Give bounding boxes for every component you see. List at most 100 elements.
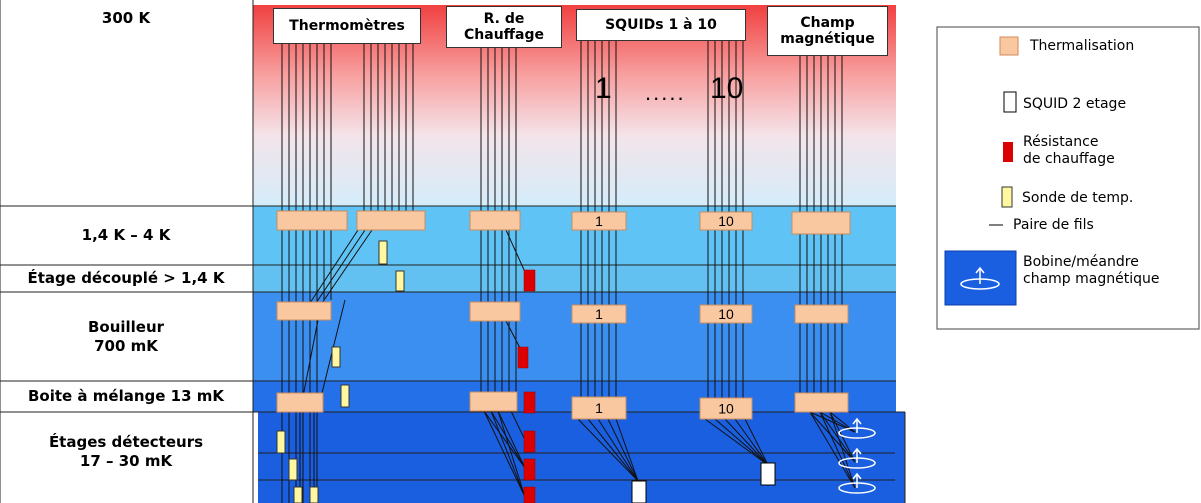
thermal-block	[571, 211, 627, 231]
thermal-block	[791, 211, 851, 235]
thermal-block	[699, 397, 753, 420]
stage-detectors-background	[258, 412, 905, 503]
temperature-probe	[378, 240, 388, 265]
squid-last-label: 10	[710, 72, 744, 105]
legend-heater-swatch	[1003, 142, 1013, 162]
wire	[819, 411, 856, 463]
temperature-probe	[288, 458, 298, 481]
stage-label-300k: 300 K	[101, 8, 151, 27]
squid-chip	[760, 462, 776, 486]
heater-resistor	[523, 269, 536, 292]
thermal-block	[276, 301, 332, 321]
squid-block-number: 10	[718, 401, 734, 417]
wire	[505, 320, 521, 349]
thermalisation-blocks: 1 1 1 10 10 10	[276, 210, 851, 420]
wire	[505, 229, 526, 273]
wire	[309, 229, 359, 304]
wire	[597, 418, 639, 482]
thermal-block	[356, 210, 426, 231]
wire	[744, 418, 769, 466]
temperature-probe	[276, 430, 286, 454]
heater-resistor	[523, 458, 536, 481]
legend-squid-text: SQUID 2 etage	[1023, 96, 1127, 112]
legend-resistance-text: Résistance de chauffage	[1023, 134, 1115, 167]
temperature-probe	[331, 346, 341, 368]
legend-probe-swatch	[1001, 186, 1013, 208]
thermal-block	[469, 301, 521, 322]
wire	[497, 410, 526, 469]
coil-arrow-head	[852, 417, 862, 425]
coil-icon	[838, 447, 876, 469]
wire	[497, 410, 526, 498]
temperature-probe	[309, 486, 319, 503]
squid-block-number: 1	[595, 400, 603, 416]
legend-squid-swatch	[1003, 91, 1017, 113]
stage-label-detectors: Étages détecteurs 17 – 30 mK	[48, 433, 204, 470]
coil-icon	[838, 472, 876, 494]
temperature-probe	[340, 384, 350, 408]
squid-block-number: 10	[718, 213, 734, 229]
thermal-block	[699, 211, 753, 231]
wire	[587, 418, 639, 482]
wire	[809, 411, 856, 463]
stage-separators	[0, 0, 906, 503]
squid-first-label: 1	[595, 72, 612, 105]
stage-decouple-background	[253, 265, 896, 292]
wire	[510, 410, 526, 441]
thermal-block	[276, 392, 324, 413]
legend-thermal-swatch	[999, 36, 1019, 56]
squid-chip	[631, 480, 647, 503]
squid-block-number: 10	[718, 306, 734, 322]
header-champ: Champ magnétique	[767, 6, 888, 56]
heater-resistor	[523, 430, 536, 453]
stage-label-1-4k-4k: 1,4 K – 4 K	[81, 226, 171, 244]
wire	[819, 411, 856, 489]
header-squids: SQUIDs 1 à 10	[576, 9, 746, 41]
thermal-block	[571, 396, 627, 420]
stage-label-decouple: Étage découplé > 1,4 K	[27, 269, 225, 287]
wire	[615, 418, 639, 482]
heater-resistor	[523, 486, 536, 503]
thermal-block	[571, 304, 627, 324]
wire	[704, 418, 769, 466]
components	[276, 240, 876, 503]
wire	[315, 229, 366, 304]
coil-arrow-head	[852, 447, 862, 455]
coil-arrow-head	[852, 472, 862, 480]
wire	[577, 418, 639, 482]
thermal-block	[794, 392, 849, 413]
temperature-probe	[395, 270, 405, 292]
wire	[607, 418, 639, 482]
wire	[829, 411, 856, 489]
squid-dots-label: .....	[645, 80, 686, 105]
stage-label-bouilleur: Bouilleur 700 mK	[87, 317, 165, 355]
legend-thermalisation-text: Thermalisation	[1030, 38, 1135, 54]
wire	[490, 410, 526, 498]
wire	[829, 411, 856, 463]
heater-resistor	[517, 346, 529, 369]
squid-block-number: 1	[595, 213, 603, 229]
wire	[483, 410, 526, 498]
wire	[809, 411, 856, 489]
wire	[321, 229, 373, 304]
wire	[734, 418, 769, 466]
wire	[483, 410, 526, 469]
thermal-block	[469, 391, 518, 412]
thermal-block	[469, 210, 521, 231]
thermal-block	[276, 210, 348, 231]
heater-resistor	[523, 391, 536, 414]
legend-paire-text: Paire de fils	[1013, 217, 1094, 233]
thermal-block	[794, 304, 849, 324]
squid-block-number: 1	[595, 306, 603, 322]
header-chauffage: R. de Chauffage	[446, 6, 562, 48]
temperature-probe	[293, 486, 303, 503]
wire	[714, 418, 769, 466]
stage-label-mixing: Boite à mélange 13 mK	[27, 387, 225, 405]
header-thermometres: Thermomètres	[273, 8, 421, 44]
legend-sonde-text: Sonde de temp.	[1022, 190, 1134, 206]
wire	[490, 410, 526, 469]
wire	[724, 418, 769, 466]
coil-icon	[838, 417, 876, 439]
thermal-block	[699, 304, 753, 324]
